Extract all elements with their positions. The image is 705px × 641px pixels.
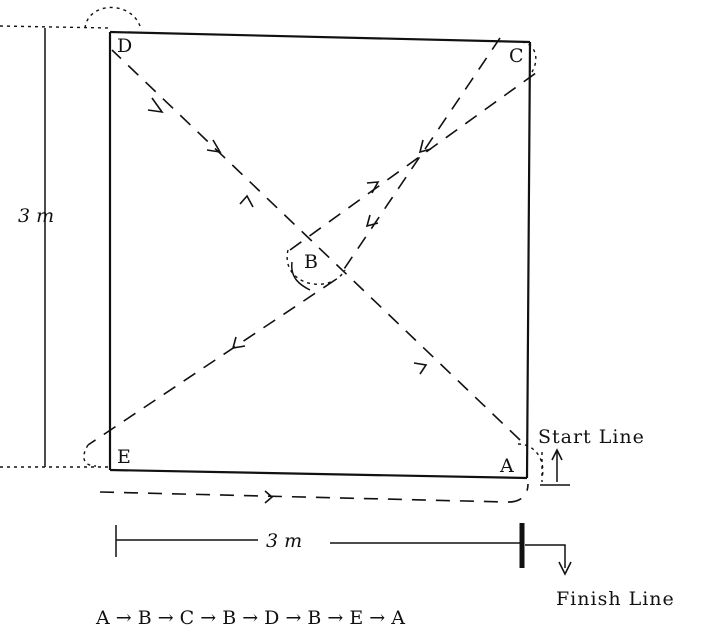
path-a-to-d-diagonal xyxy=(111,49,521,441)
route-sequence: A → B → C → B → D → B → E → A xyxy=(95,607,405,629)
path-e-to-a xyxy=(99,483,529,503)
turn-loop-e xyxy=(83,444,97,467)
turn-curve-b xyxy=(291,261,311,291)
finish-arrow-shaft xyxy=(525,544,566,568)
width-dimension-label: 3 m xyxy=(266,530,302,552)
point-label-d: D xyxy=(117,35,132,57)
point-label-a: A xyxy=(499,455,514,477)
arrow-toward-a-bottom xyxy=(264,490,274,504)
arrow-toward-b-from-a xyxy=(413,362,428,375)
turn-loop-a xyxy=(517,443,544,479)
start-line-label: Start Line xyxy=(538,426,645,448)
bottom-edge xyxy=(109,468,528,480)
turn-loop-d xyxy=(84,6,141,29)
turn-loop-b xyxy=(286,249,346,286)
height-dimension-label: 3 m xyxy=(18,205,54,227)
path-b-to-c xyxy=(289,69,541,251)
point-label-c: C xyxy=(509,45,524,67)
start-arrow-head xyxy=(551,448,563,461)
point-label-e: E xyxy=(117,446,131,468)
arrow-toward-c-from-b xyxy=(366,181,380,194)
finish-arrow-head xyxy=(558,561,572,576)
arrow-toward-b-from-d xyxy=(206,139,222,154)
arrow-toward-d xyxy=(147,97,164,114)
arrow-toward-b-from-c-upper xyxy=(418,139,432,154)
right-edge xyxy=(525,41,532,479)
arrow-toward-e xyxy=(231,336,246,349)
path-c-to-e-diagonal xyxy=(339,37,501,276)
finish-line-label: Finish Line xyxy=(556,588,675,610)
arrow-toward-b-from-e xyxy=(239,194,254,208)
path-b-to-e xyxy=(87,279,336,446)
top-edge xyxy=(109,30,531,44)
point-label-b: B xyxy=(304,251,318,273)
top-extension-line xyxy=(0,25,111,29)
arrow-toward-b-from-c xyxy=(365,214,379,228)
